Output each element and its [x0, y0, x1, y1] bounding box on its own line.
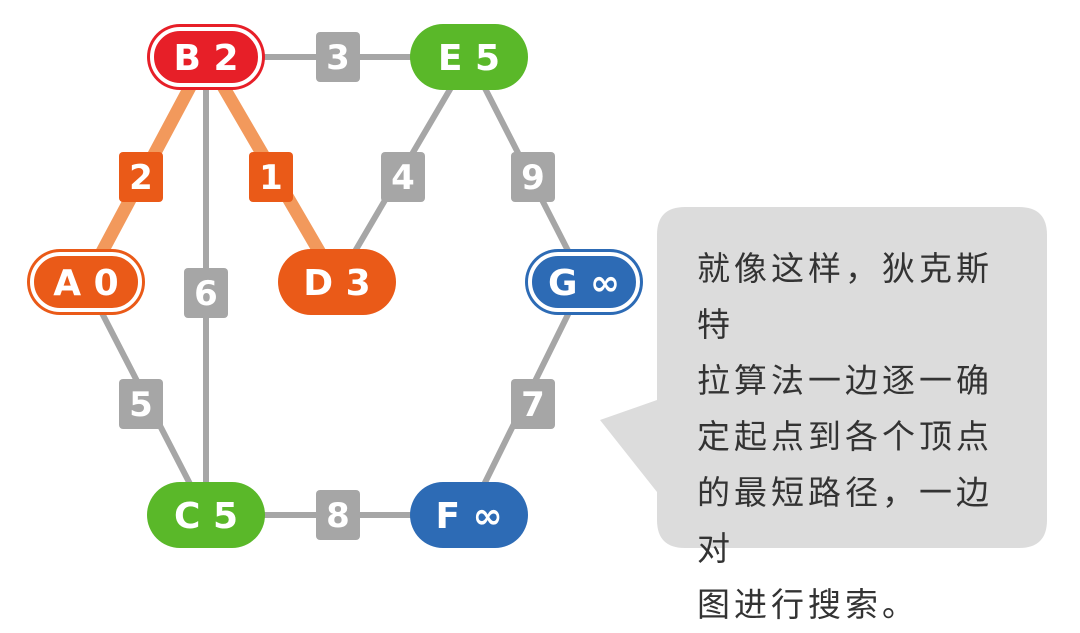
- edge-weight-ab: 2: [119, 152, 163, 202]
- node-body: [27, 249, 145, 315]
- edge-weight-box: [316, 490, 360, 540]
- node-a: A 0: [27, 249, 145, 315]
- edge-weight-cf: 8: [316, 490, 360, 540]
- edge-weight-bc: 6: [184, 268, 228, 318]
- edge-weight-label: 8: [326, 496, 350, 536]
- edge-weight-fg: 7: [511, 379, 555, 429]
- node-d: D 3: [278, 249, 396, 315]
- node-ring: [150, 27, 262, 87]
- edge-weight-box: [119, 152, 163, 202]
- edge-weight-box: [184, 268, 228, 318]
- node-c: C 5: [147, 482, 265, 548]
- edge-weight-label: 6: [194, 274, 218, 314]
- node-body: [147, 24, 265, 90]
- edge-weight-label: 4: [391, 158, 415, 198]
- node-ring: [30, 252, 142, 312]
- edge-weight-de: 4: [381, 152, 425, 202]
- graph-diagram: 2 1 3 6 4 9 5 8 7 A 0 B 2 C 5 D 3 E 5 F ∞ G ∞: [27, 24, 1047, 548]
- node-label: F ∞: [435, 496, 502, 537]
- node-label: C 5: [174, 496, 238, 537]
- node-body: [525, 249, 643, 315]
- node-ring: [528, 252, 640, 312]
- edge-weight-be: 3: [316, 32, 360, 82]
- edge-weight-label: 7: [521, 385, 545, 425]
- edge-weight-label: 5: [129, 385, 153, 425]
- node-label: B 2: [173, 38, 238, 79]
- speech-bubble-content: 就像这样，狄克斯特 拉算法一边逐一确 定起点到各个顶点 的最短路径，一边对 图进…: [657, 207, 1047, 624]
- node-body: [278, 249, 396, 315]
- node-body: [410, 24, 528, 90]
- edge-weight-eg: 9: [511, 152, 555, 202]
- node-label: A 0: [53, 263, 118, 304]
- node-label: E 5: [438, 38, 500, 79]
- node-body: [147, 482, 265, 548]
- node-f: F ∞: [410, 482, 528, 548]
- edge-weight-bd: 1: [249, 152, 293, 202]
- bubble-text: 就像这样，狄克斯特 拉算法一边逐一确 定起点到各个顶点 的最短路径，一边对 图进…: [697, 249, 993, 624]
- edge-weight-box: [119, 379, 163, 429]
- edge-weight-label: 2: [129, 158, 153, 198]
- edge-weight-box: [511, 379, 555, 429]
- edge-weight-box: [249, 152, 293, 202]
- edge-weight-box: [511, 152, 555, 202]
- edge-weight-label: 3: [326, 38, 350, 78]
- node-e: E 5: [410, 24, 528, 90]
- node-b: B 2: [147, 24, 265, 90]
- node-label: G ∞: [548, 263, 620, 304]
- edge-weight-ac: 5: [119, 379, 163, 429]
- edge-weight-label: 1: [259, 158, 283, 198]
- edge-weight-box: [381, 152, 425, 202]
- nodes: A 0 B 2 C 5 D 3 E 5 F ∞ G ∞: [27, 24, 643, 548]
- edge-weight-label: 9: [521, 158, 545, 198]
- node-label: D 3: [303, 263, 370, 304]
- speech-bubble: [600, 207, 1047, 548]
- node-g: G ∞: [525, 249, 643, 315]
- node-body: [410, 482, 528, 548]
- edge-weights: 2 1 3 6 4 9 5 8 7: [119, 32, 555, 540]
- edge-weight-box: [316, 32, 360, 82]
